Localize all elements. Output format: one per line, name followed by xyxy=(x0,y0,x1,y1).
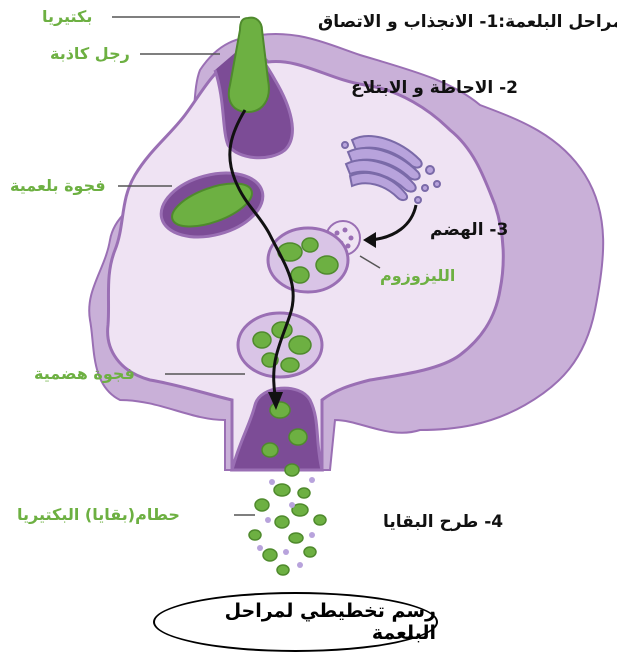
diagram-caption: رسم تخطيطي لمراحل البلعمة xyxy=(155,600,436,644)
label-digestive-vacuole: فجوة هضمية xyxy=(34,364,135,383)
label-pseudopod: رجل كاذبة xyxy=(50,44,130,63)
label-phagocytic-vacuole: فجوة بلعمية xyxy=(10,176,106,195)
step-4-label: 4- طرح البقايا xyxy=(383,512,503,532)
step-3-label: 3- الهضم xyxy=(430,220,508,240)
diagram-title: مراحل البلعمة:1- الانجذاب و الاتصاق xyxy=(318,12,617,32)
bacterium-entering xyxy=(229,18,269,112)
label-bacteria: بكتيريا xyxy=(42,7,92,26)
caption-ellipse: رسم تخطيطي لمراحل البلعمة xyxy=(153,592,438,652)
step-2-label: 2- الاحاطة و الابتلاع xyxy=(351,78,518,98)
label-debris: حطام(بقايا) البكتيريا xyxy=(17,505,180,524)
label-lysosome: الليزوزوم xyxy=(380,266,455,285)
